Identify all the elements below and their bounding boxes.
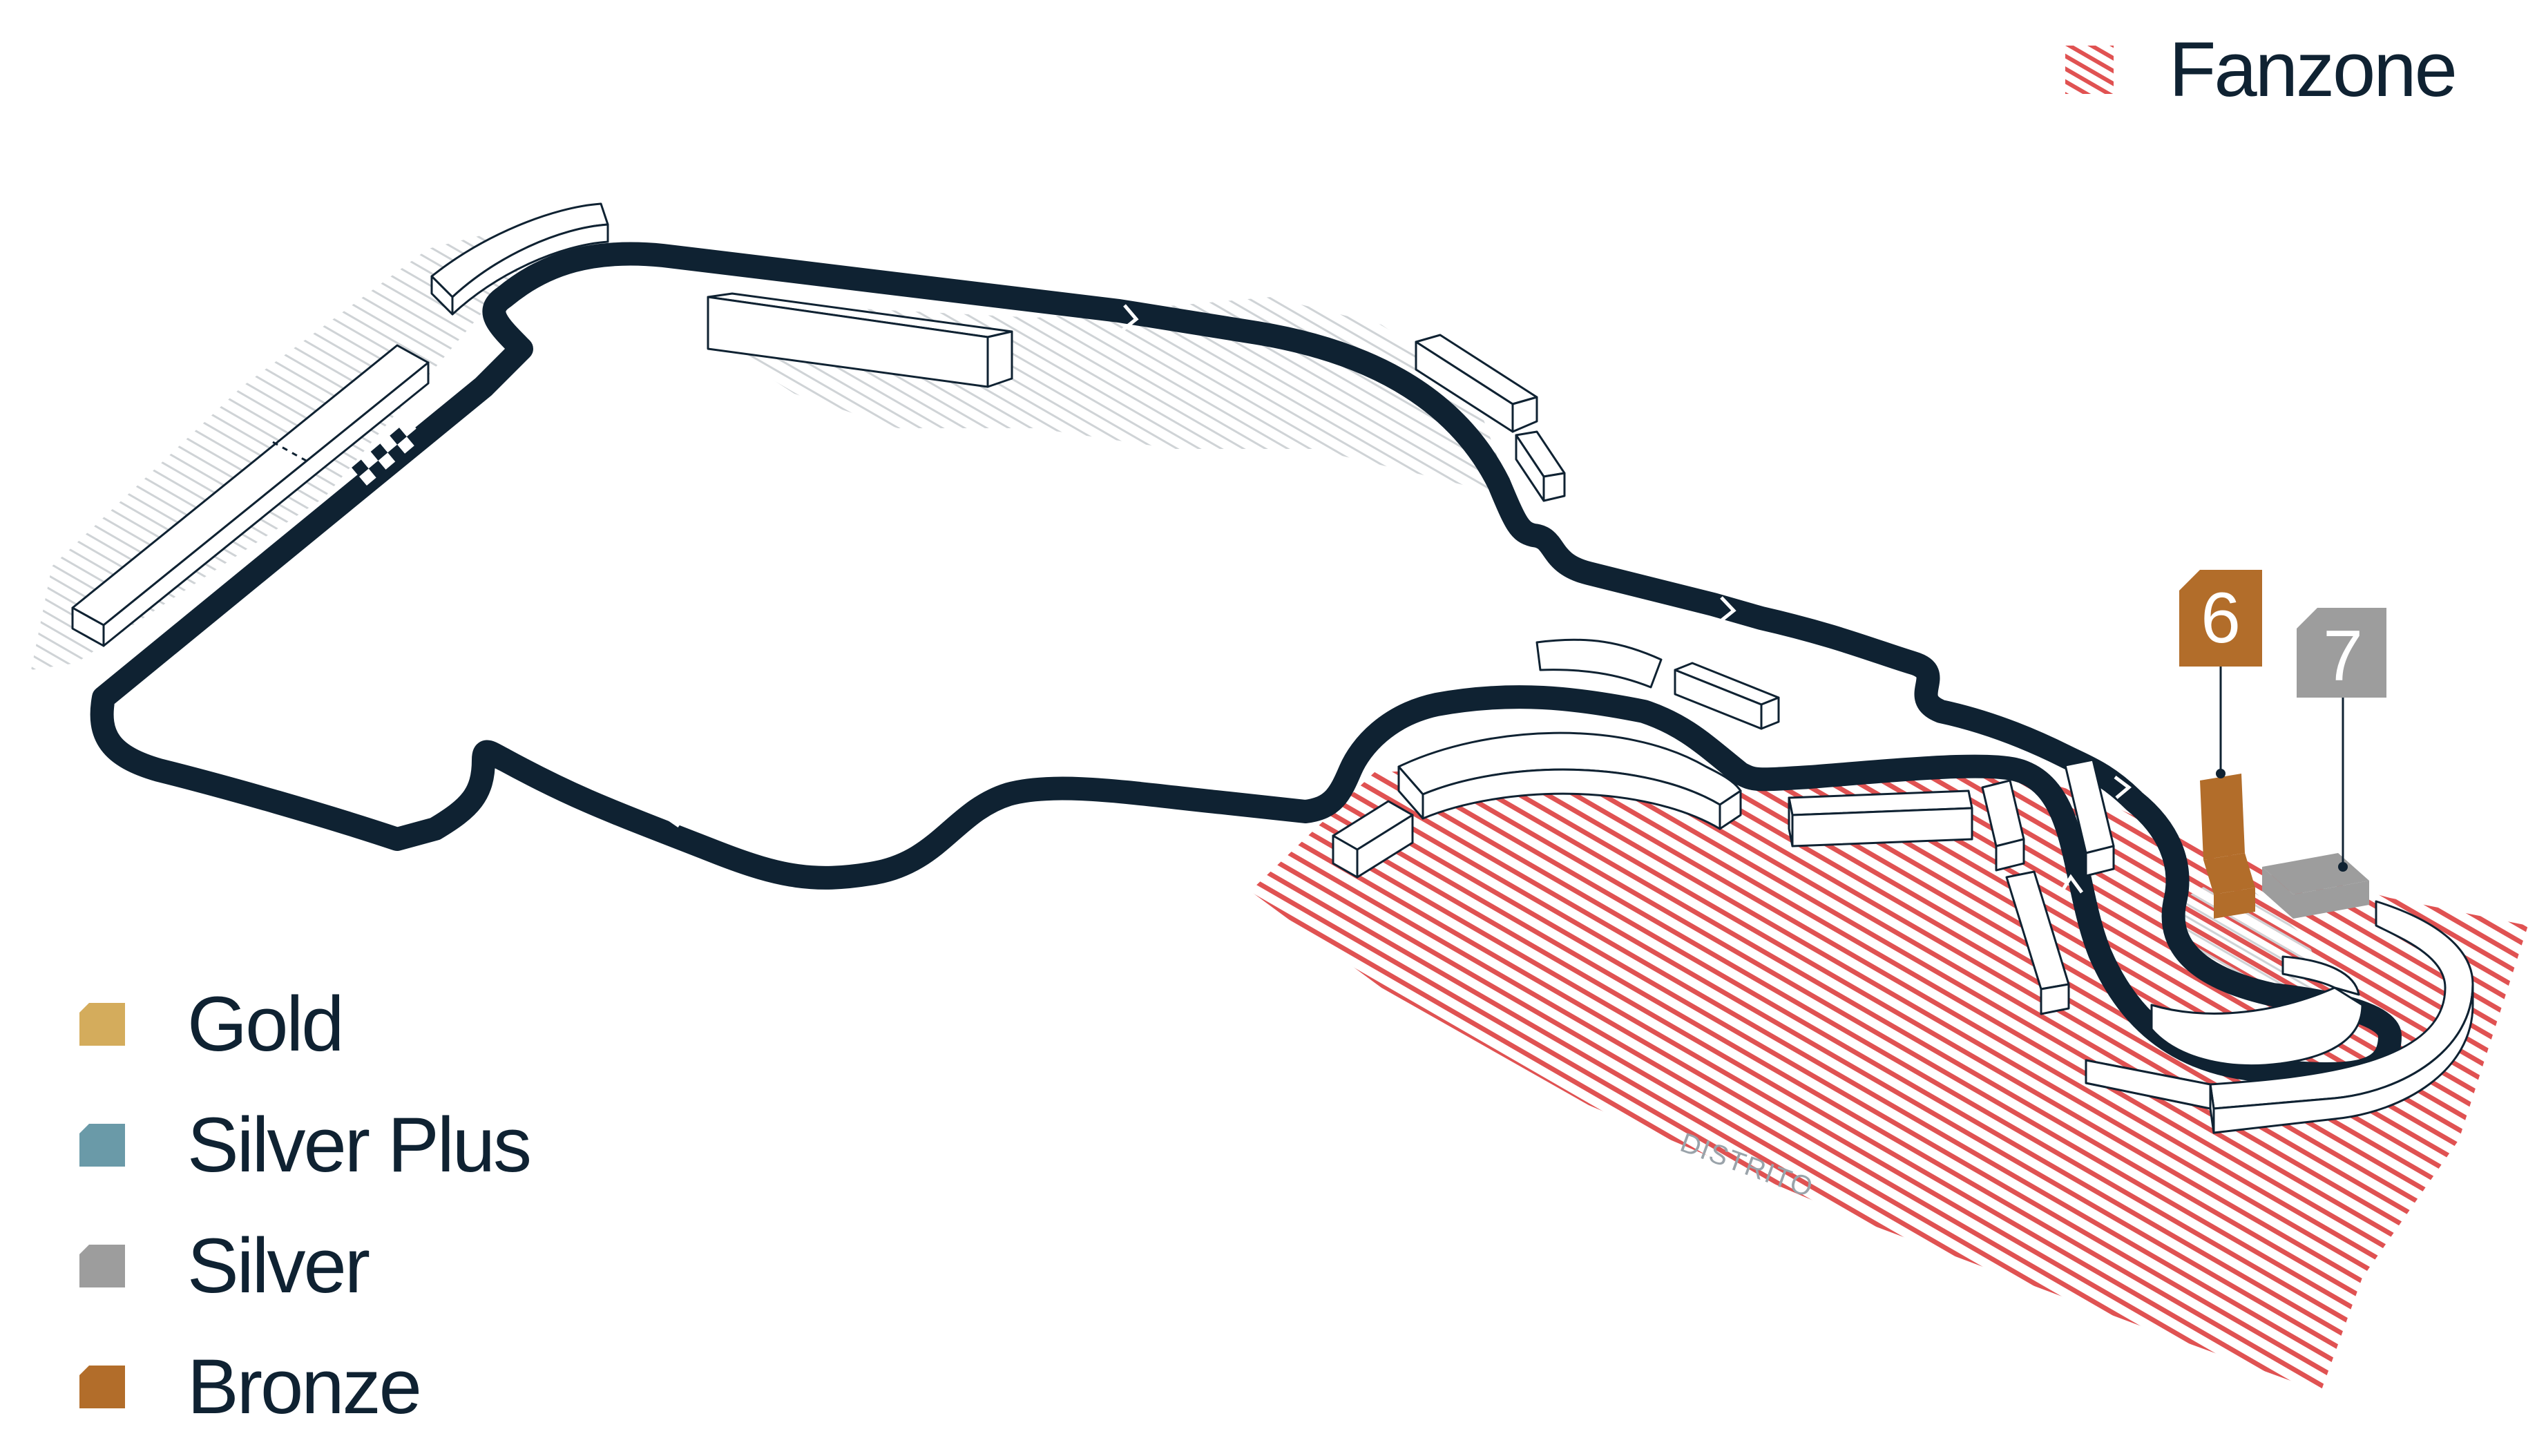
gold-swatch-icon xyxy=(79,1002,125,1046)
legend-item-silver-plus: Silver Plus xyxy=(79,1084,532,1205)
direction-arrow-stadium-left xyxy=(2059,874,2084,894)
legend-label-bronze: Bronze xyxy=(187,1343,422,1430)
grandstand-esses-arc xyxy=(1535,638,1663,689)
direction-arrow-stadium-right xyxy=(2114,776,2132,799)
grandstand-hairpin-lower xyxy=(1515,430,1566,502)
marker-6[interactable]: 6 xyxy=(2179,570,2262,778)
grandstand-pit-exit xyxy=(1788,789,1973,847)
grandstand-stadium-tower-a xyxy=(1981,779,2025,872)
grandstand-hairpin-upper xyxy=(1415,334,1538,433)
start-finish-line xyxy=(352,419,424,486)
bronze-swatch-icon xyxy=(79,1365,125,1408)
grandstand-main-straight xyxy=(71,344,430,647)
race-track xyxy=(90,242,2402,1086)
direction-arrow-esses xyxy=(1719,596,1736,623)
marker-7-label: 7 xyxy=(2323,616,2363,696)
tier-legend: Gold Silver Plus Silver Bronze xyxy=(79,964,532,1447)
grandstand-stadium-inner-ring xyxy=(2150,955,2364,1066)
legend-item-gold: Gold xyxy=(79,964,530,1084)
grandstand-stadium-outer-ring xyxy=(2085,900,2474,1134)
spectator-area-stadium-inner xyxy=(2162,870,2335,1022)
marker-7[interactable]: 7 xyxy=(2297,608,2386,872)
legend-label-gold: Gold xyxy=(187,980,345,1067)
direction-arrow-stadium-entry xyxy=(1398,733,1421,756)
legend-item-silver: Silver xyxy=(79,1205,530,1326)
legend-item-bronze: Bronze xyxy=(79,1326,530,1447)
grandstand-bronze xyxy=(2200,774,2255,919)
fanzone-hatch-icon xyxy=(2065,46,2114,94)
fanzone-legend-label: Fanzone xyxy=(2169,26,2458,113)
grandstand-stadium-left xyxy=(1332,800,1414,879)
grandstand-back-straight xyxy=(707,292,1013,388)
silver-plus-swatch-icon xyxy=(79,1123,125,1167)
grandstand-stadium-tower-c xyxy=(2005,870,2070,1015)
direction-arrow-back-straight xyxy=(1121,304,1139,332)
direction-arrows xyxy=(660,304,2132,894)
grandstand-esses-block xyxy=(1674,662,1780,730)
grandstand-stadium-curve xyxy=(1397,731,1742,830)
legend-label-silver: Silver xyxy=(187,1222,370,1309)
marker-6-label: 6 xyxy=(2201,578,2241,658)
grandstand-turn-one xyxy=(430,202,609,316)
fanzone-legend: Fanzone xyxy=(2065,26,2458,113)
silver-swatch-icon xyxy=(79,1244,125,1287)
grandstand-stadium-tower-b xyxy=(2064,758,2115,877)
legend-label-silver-plus: Silver Plus xyxy=(187,1101,532,1188)
direction-arrow-bottom-straight xyxy=(660,804,682,828)
